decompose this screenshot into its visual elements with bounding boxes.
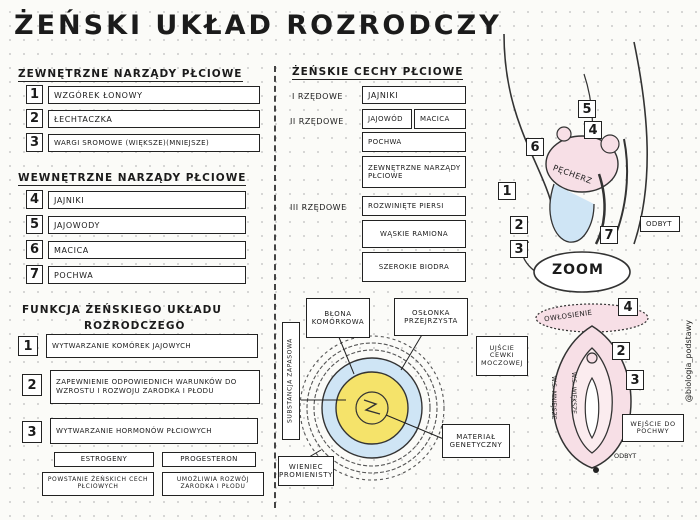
genetic-label: MATERIAŁ GENETYCZNY	[442, 424, 510, 458]
substance-label: SUBSTANCJA ZAPASOWA	[282, 322, 300, 440]
function-item-3: WYTWARZANIE HORMONÓW PŁCIOWYCH	[50, 418, 258, 444]
estrogen-effect: POWSTANIE ŻEŃSKICH CECH PŁCIOWYCH	[42, 472, 154, 496]
labia-minora-label: W.S. MNIEJSZE	[550, 376, 557, 420]
zoom-num-3: 3	[626, 370, 644, 390]
function-num-1: 1	[18, 336, 38, 356]
hormone-progesterone: PROGESTERON	[162, 452, 256, 467]
trait-uterus: MACICA	[414, 109, 466, 129]
functions-heading-2: ROZRODCZEGO	[84, 320, 186, 332]
egg-cell-diagram	[299, 327, 447, 481]
internal-num-7: 7	[26, 265, 43, 284]
anatomy-num-3: 3	[510, 240, 528, 258]
bladder-shape	[549, 183, 595, 243]
internal-item-7: POCHWA	[48, 266, 246, 284]
sagittal-diagram	[503, 33, 648, 293]
traits-first-label: I RZĘDOWE	[292, 92, 343, 101]
hormone-estrogen: ESTROGENY	[54, 452, 154, 467]
external-item-1: WZGÓREK ŁONOWY	[48, 86, 260, 104]
traits-third-label: III RZĘDOWE	[290, 203, 347, 212]
corona-label: WIENIEC PROMIENISTY	[278, 456, 334, 486]
watermark: @biologia_podstawy	[684, 320, 693, 403]
membrane-label: BŁONA KOMÓRKOWA	[306, 298, 370, 338]
corona-radiata	[299, 335, 445, 481]
column-divider	[274, 66, 276, 508]
zona-label: OSŁONKA PRZEJRZYSTA	[394, 298, 468, 336]
external-num-1: 1	[26, 85, 43, 104]
internal-item-4: JAJNIKI	[48, 191, 246, 209]
vagina-entry-label: WEJŚCIE DO POCHWY	[622, 414, 684, 442]
zoom-bubble	[533, 251, 631, 293]
internal-num-4: 4	[26, 190, 43, 209]
external-item-3: WARGI SROMOWE (WIĘKSZE)(MNIEJSZE)	[48, 134, 260, 152]
urethra-label: UJŚCIE CEWKI MOCZOWEJ	[476, 336, 528, 376]
anatomy-num-1: 1	[498, 182, 516, 200]
function-num-3: 3	[22, 421, 42, 443]
traits-heading: ŻEŃSKIE CECHY PŁCIOWE	[292, 66, 464, 80]
trait-breasts: ROZWINIĘTE PIERSI	[362, 196, 466, 216]
trait-vagina: POCHWA	[362, 132, 466, 152]
function-item-1: WYTWARZANIE KOMÓREK JAJOWYCH	[46, 334, 258, 358]
internal-item-6: MACICA	[48, 241, 246, 259]
zoom-num-2: 2	[612, 342, 630, 360]
function-num-2: 2	[22, 374, 42, 396]
progesterone-effect: UMOŻLIWIA ROZWÓJ ZARODKA I PŁODU	[162, 472, 264, 496]
internal-item-5: JAJOWODY	[48, 216, 246, 234]
traits-second-label: II RZĘDOWE	[290, 117, 344, 126]
anatomy-num-6: 6	[526, 138, 544, 156]
nucleus	[355, 391, 389, 425]
genetic-material-icon	[363, 399, 381, 415]
trait-oviduct: JAJOWÓD	[362, 109, 412, 129]
labia-majora-label: W.S. WIĘKSZE	[570, 372, 577, 414]
zoom-num-4: 4	[618, 298, 638, 316]
external-num-2: 2	[26, 109, 43, 128]
function-item-2: ZAPEWNIENIE ODPOWIEDNICH WARUNKÓW DO WZR…	[50, 370, 260, 404]
internal-num-6: 6	[26, 240, 43, 259]
anus-label: ODBYT	[640, 216, 680, 232]
trait-shoulders: WĄSKIE RAMIONA	[362, 220, 466, 248]
external-item-2: ŁECHTACZKA	[48, 110, 260, 128]
internal-heading: WEWNĘTRZNE NARZĄDY PŁCIOWE	[18, 172, 247, 186]
vulva-diagram	[535, 303, 649, 473]
anatomy-num-2: 2	[510, 216, 528, 234]
external-num-3: 3	[26, 133, 43, 152]
trait-external: ZEWNĘTRZNE NARZĄDY PŁCIOWE	[362, 156, 466, 188]
external-heading: ZEWNĘTRZNE NARZĄDY PŁCIOWE	[18, 68, 243, 82]
zoom-label: ZOOM	[552, 262, 604, 278]
page-title: ŻEŃSKI UKŁAD ROZRODCZY	[14, 10, 502, 41]
anatomy-num-4: 4	[584, 121, 602, 139]
internal-num-5: 5	[26, 215, 43, 234]
trait-ovaries: JAJNIKI	[362, 86, 466, 104]
anus2-label: ODBYT	[614, 452, 637, 460]
functions-heading-1: FUNKCJA ŻEŃSKIEGO UKŁADU	[22, 304, 222, 316]
anatomy-num-7: 7	[600, 226, 618, 244]
anatomy-num-5: 5	[578, 100, 596, 118]
trait-hips: SZEROKIE BIODRA	[362, 252, 466, 282]
